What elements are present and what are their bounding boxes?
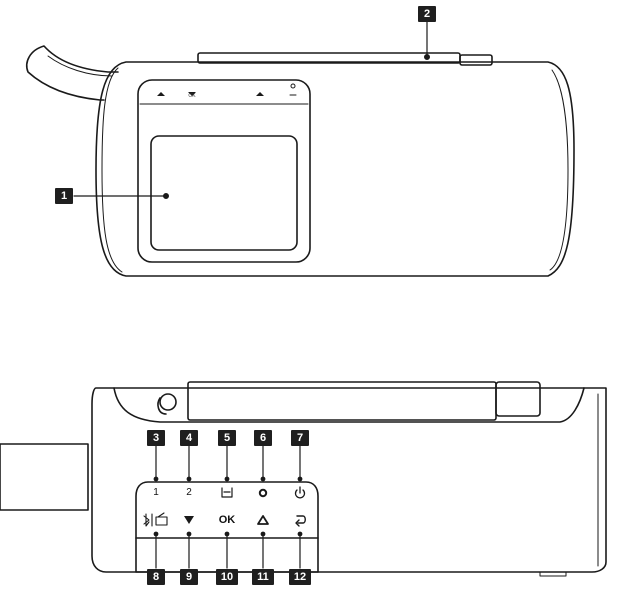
antenna-cap: [459, 54, 493, 66]
strap-inner: [47, 55, 113, 77]
body-top-inner: [101, 67, 123, 273]
callout-2: 2: [418, 6, 436, 22]
leaders-top: [155, 445, 301, 480]
body-front: [91, 387, 607, 573]
display: [150, 135, 298, 251]
back-icon: [295, 515, 306, 527]
callout-11: 11: [252, 569, 274, 585]
up-arrow-icon: [257, 515, 269, 525]
top-view-button-glyphs: [157, 83, 297, 96]
callout-10: 10: [216, 569, 238, 585]
preset-2-button[interactable]: 2: [186, 487, 192, 498]
power-icon: [294, 486, 306, 499]
callout-8: 8: [147, 569, 165, 585]
callout-3: 3: [147, 430, 165, 446]
bluetooth-radio-icon: [143, 512, 168, 527]
body-top-inner-right: [549, 69, 569, 271]
control-panel: [135, 481, 319, 573]
front-panel-top: [137, 79, 311, 263]
antenna-hinge: [159, 393, 177, 411]
callout-9: 9: [180, 569, 198, 585]
ok-button[interactable]: OK: [218, 514, 236, 526]
save-icon: [221, 487, 233, 498]
callout-4: 4: [180, 430, 198, 446]
top-view-label-ok: OK: [188, 93, 196, 99]
settings-icon: [258, 488, 268, 498]
body-top: [95, 61, 575, 277]
strap: [26, 45, 119, 101]
antenna-groove: [113, 387, 585, 423]
antenna-front-tip: [495, 381, 541, 417]
preset-1-button[interactable]: 1: [153, 487, 159, 498]
callout-7: 7: [291, 430, 309, 446]
callout-1: 1: [55, 188, 73, 204]
callout-12: 12: [289, 569, 311, 585]
strap-block: [0, 443, 89, 511]
callout-5: 5: [218, 430, 236, 446]
callout-6: 6: [254, 430, 272, 446]
down-arrow-icon: [184, 516, 194, 524]
leaders-bottom: [155, 533, 301, 569]
